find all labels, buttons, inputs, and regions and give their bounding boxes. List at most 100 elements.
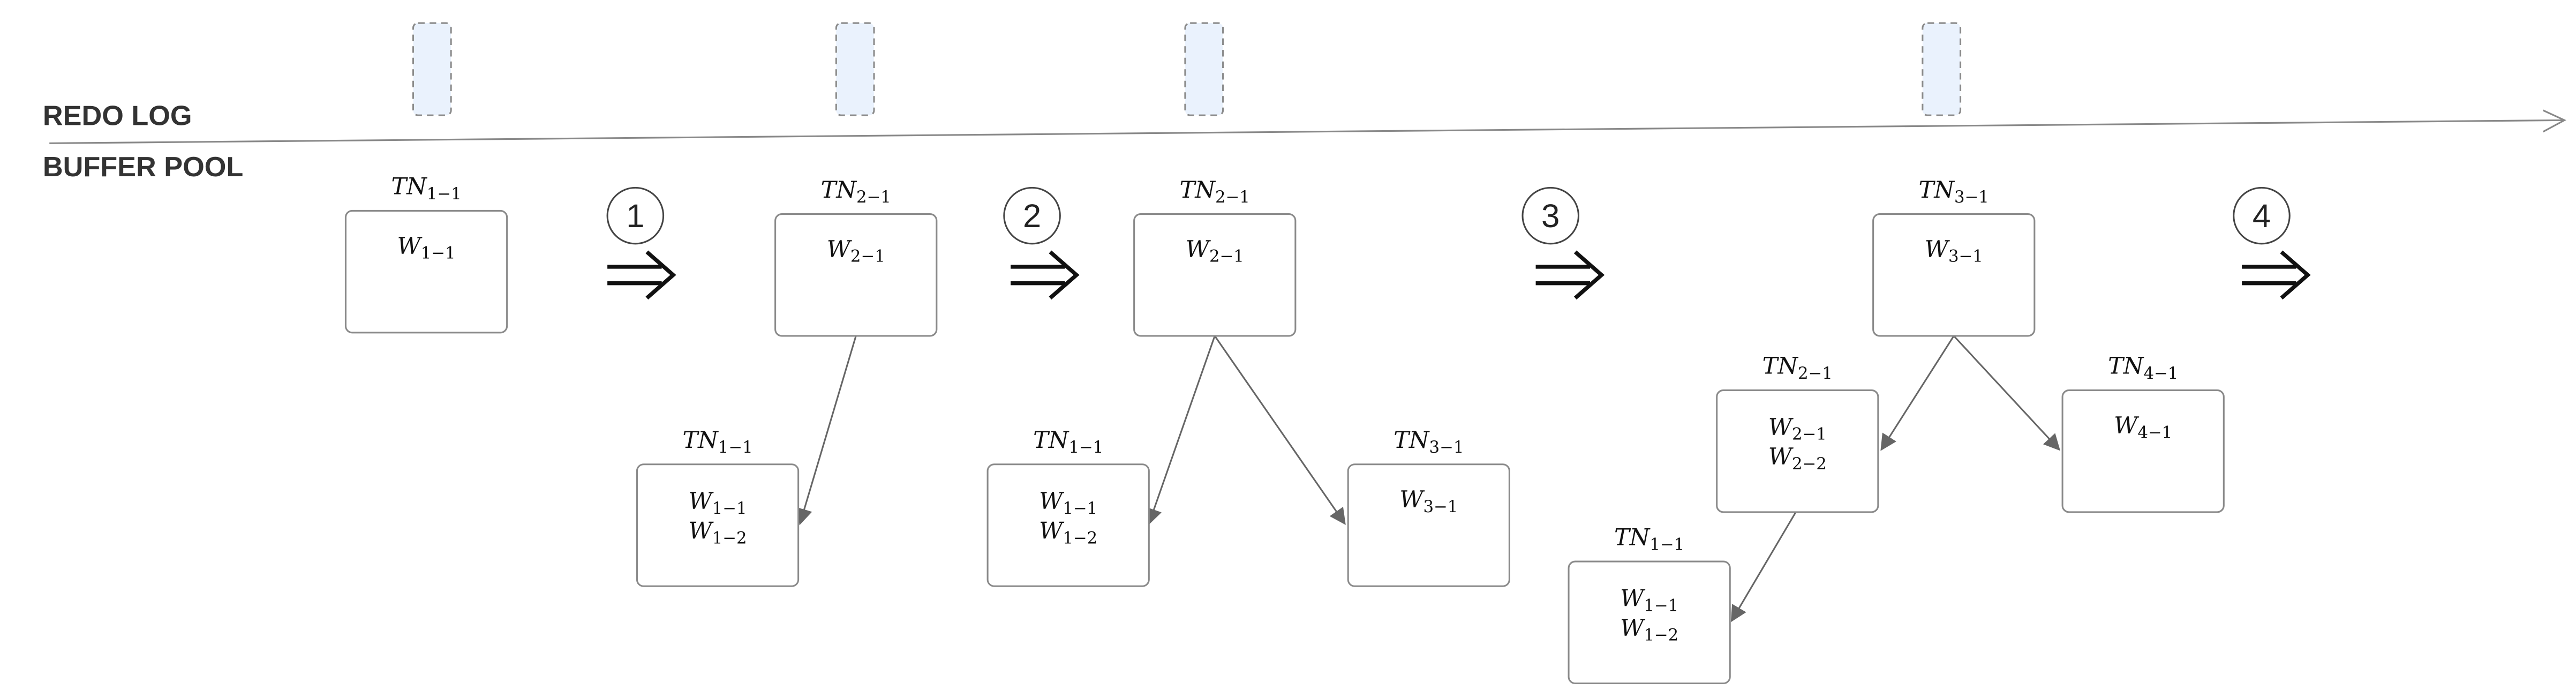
log-marker	[835, 22, 875, 116]
write-entry-main: W	[689, 518, 714, 544]
double-arrow-icon	[2242, 250, 2311, 300]
write-entry-subscript: 2−1	[1209, 247, 1244, 266]
write-entry: W2−1	[1768, 414, 1827, 444]
tree-node-s3-left: TN2−1W2−1W2−2	[1716, 353, 1879, 513]
double-arrow-icon	[607, 250, 676, 300]
edge	[1214, 335, 1346, 525]
node-label-subscript: 2−1	[1798, 364, 1833, 383]
edge	[1880, 335, 1955, 451]
node-label: TN1−1	[391, 174, 461, 204]
node-label-subscript: 1−1	[427, 184, 462, 204]
write-entry-subscript: 2−1	[1792, 425, 1827, 444]
node-label-main: TN	[682, 427, 719, 454]
node-label-subscript: 3−1	[1954, 188, 1989, 207]
edge	[1146, 335, 1216, 526]
write-entry: W1−1	[397, 233, 456, 263]
node-box	[344, 209, 508, 334]
node-label-main: TN	[1762, 353, 1799, 380]
node-box	[774, 213, 938, 337]
log-marker	[412, 22, 452, 116]
node-label-subscript: 3−1	[1429, 438, 1464, 457]
buffer-pool-nodes: TN1−1W1−1TN2−1W2−1TN1−1W1−1W1−2TN2−1W2−1…	[344, 174, 2225, 685]
double-arrow-icon	[1011, 250, 1080, 300]
step-number: 3	[1541, 198, 1560, 235]
node-label-main: TN	[1614, 524, 1651, 551]
write-entry-subscript: 1−2	[1063, 528, 1097, 548]
node-box	[1716, 389, 1879, 513]
tree-node-s1-root: TN2−1W 2−1	[774, 177, 938, 337]
node-label-main: TN	[821, 177, 857, 204]
write-entry-subscript: 2−2	[1792, 454, 1827, 474]
write-entry-subscript: 3−1	[1423, 497, 1458, 516]
write-entry: W4−1	[2114, 412, 2172, 442]
write-entry: W3−1	[1925, 236, 1983, 266]
node-label-subscript: 1−1	[718, 438, 753, 457]
node-label-main: TN	[1394, 427, 1430, 454]
step-number: 1	[626, 198, 644, 235]
write-entry: W1−1	[689, 488, 747, 518]
step-4: 4	[2233, 186, 2311, 300]
write-entry-main: W	[1925, 236, 1950, 263]
tree-node-s2-right: TN3−1W3−1	[1347, 427, 1510, 587]
node-label-subscript: 1−1	[1649, 535, 1684, 554]
node-box	[1872, 213, 2036, 337]
write-entry: W1−1	[1039, 488, 1097, 518]
node-label: TN4−1	[2108, 353, 2178, 383]
write-entry-subscript: 1−1	[421, 244, 456, 263]
write-entry-subscript: 4−1	[2137, 423, 2172, 443]
tree-node-s3-right: TN4−1W4−1	[2061, 353, 2225, 513]
tree-node-s2-root: TN2−1W2−1	[1133, 177, 1297, 337]
node-box	[1133, 213, 1297, 337]
write-entry-main: W	[827, 236, 853, 263]
node-label-subscript: 1−1	[1068, 438, 1103, 457]
node-label: TN2−1	[821, 177, 891, 207]
log-marker	[1922, 22, 1962, 116]
step-2: 2	[1003, 186, 1080, 300]
write-entry-main: W	[689, 488, 714, 515]
step-1: 1	[606, 186, 676, 300]
log-marker	[1184, 22, 1224, 116]
write-entry-main: W	[1039, 488, 1065, 515]
tree-node-s1-child: TN1−1W1−1W1−2	[636, 427, 800, 587]
step-circle	[606, 186, 665, 245]
node-box	[2061, 389, 2225, 513]
write-entry-main: W	[1620, 585, 1646, 612]
write-entry-subscript: 1−1	[712, 499, 747, 518]
node-box	[986, 463, 1150, 587]
node-label-subscript: 2−1	[1215, 188, 1250, 207]
redo-log-label: REDO LOG	[43, 101, 192, 132]
node-label: TN1−1	[682, 427, 752, 457]
step-circle	[2233, 186, 2291, 245]
edge	[796, 335, 857, 526]
write-entry: W1−2	[689, 518, 747, 548]
edge	[1953, 335, 2061, 451]
write-entry: W2−1	[1186, 236, 1244, 266]
write-entry-main: W	[1399, 486, 1425, 513]
write-entry-subscript: 3−1	[1948, 247, 1983, 266]
node-label-subscript: 4−1	[2143, 364, 2178, 383]
step-number: 2	[1023, 198, 1041, 235]
step-number: 4	[2253, 198, 2271, 235]
write-entry-main: W	[1186, 236, 1211, 263]
write-entry-main: W	[2114, 412, 2140, 439]
tree-node-s0-root: TN1−1W1−1	[344, 174, 508, 334]
node-label-subscript: 2−1	[856, 188, 891, 207]
step-indicators: 1 2 3 4	[606, 186, 2311, 300]
write-entry-subscript: 1−2	[1644, 626, 1678, 645]
buffer-pool-label: BUFFER POOL	[43, 152, 243, 183]
node-label: TN1−1	[1614, 524, 1684, 554]
node-label: TN3−1	[1394, 427, 1464, 457]
step-circle	[1522, 186, 1580, 245]
node-label-main: TN	[1919, 177, 1955, 204]
tree-node-s2-left: TN1−1W1−1W1−2	[986, 427, 1150, 587]
redo-log-markers	[412, 22, 1962, 116]
tree-node-s3-root: TN3−1W3−1	[1872, 177, 2036, 337]
write-entry-main: W	[1039, 518, 1065, 544]
node-label: TN2−1	[1180, 177, 1250, 207]
write-entry: W1−1	[1620, 585, 1678, 615]
write-entry-main: W	[1768, 444, 1794, 470]
write-entry-main: W	[1620, 614, 1646, 641]
write-entry-main: W	[397, 233, 423, 259]
